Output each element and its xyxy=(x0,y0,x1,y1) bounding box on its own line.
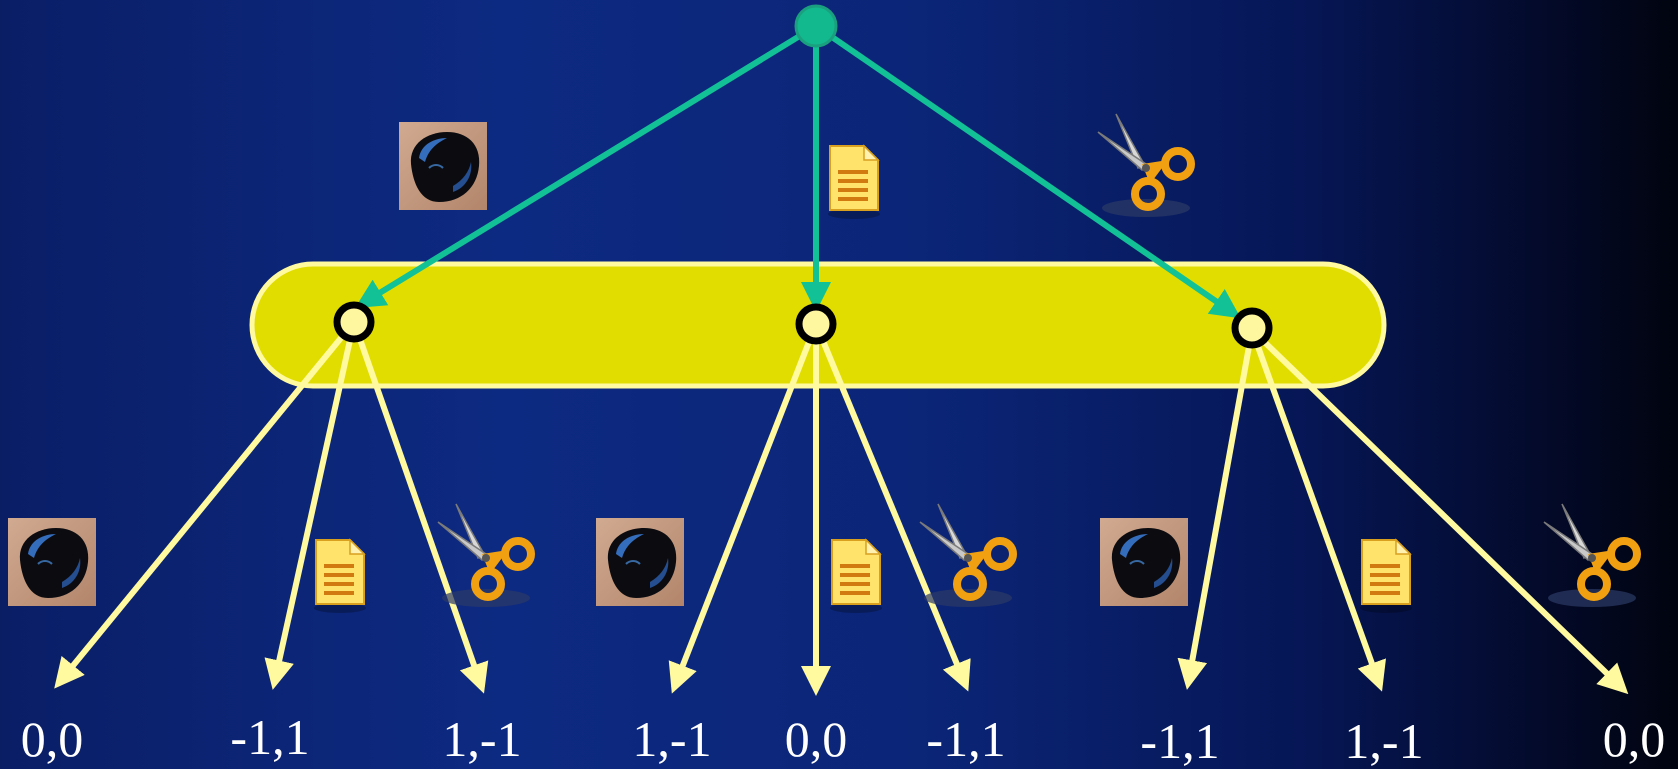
decision-node-3 xyxy=(1231,307,1273,349)
edge-n3-rock xyxy=(1177,329,1255,690)
payoff-label: 1,-1 xyxy=(1344,713,1424,769)
rock-icon xyxy=(7,517,97,607)
second-move-edges xyxy=(54,320,1629,696)
payoff-label: 0,0 xyxy=(1602,711,1666,767)
payoff-label: -1,1 xyxy=(230,709,310,765)
edge-n2-rock xyxy=(668,322,819,694)
scissors-icon xyxy=(438,504,531,607)
scissors-icon xyxy=(1544,504,1637,607)
rock-icon xyxy=(595,517,685,607)
decision-node-1 xyxy=(333,301,375,343)
payoff-label: 1,-1 xyxy=(442,711,522,767)
scissors-icon xyxy=(920,504,1013,607)
paper-icon xyxy=(313,539,367,614)
edge-n1-paper xyxy=(264,321,357,690)
first-move-edges xyxy=(354,23,1241,319)
payoff-label: -1,1 xyxy=(926,711,1006,767)
rock-icon xyxy=(1099,517,1189,607)
edge-n1-rock xyxy=(54,320,357,689)
edge-root-to-node-1 xyxy=(354,23,818,309)
edge-n2-scissors xyxy=(813,322,971,692)
payoff-label: -1,1 xyxy=(1140,713,1220,769)
paper-icon xyxy=(829,539,883,614)
payoff-label: 0,0 xyxy=(784,711,848,767)
edge-root-to-node-3 xyxy=(814,23,1241,319)
decision-node-2 xyxy=(795,303,837,345)
rock-icon xyxy=(398,121,488,211)
payoff-label: 0,0 xyxy=(20,711,84,767)
edge-n1-scissors xyxy=(351,321,489,694)
edge-n3-paper xyxy=(1249,328,1386,692)
paper-icon xyxy=(827,145,881,220)
paper-icon xyxy=(1359,539,1413,614)
scissors-icon xyxy=(1098,114,1191,217)
payoff-label: 1,-1 xyxy=(632,711,712,767)
root-node xyxy=(794,4,838,48)
edge-n3-scissors xyxy=(1249,327,1629,695)
